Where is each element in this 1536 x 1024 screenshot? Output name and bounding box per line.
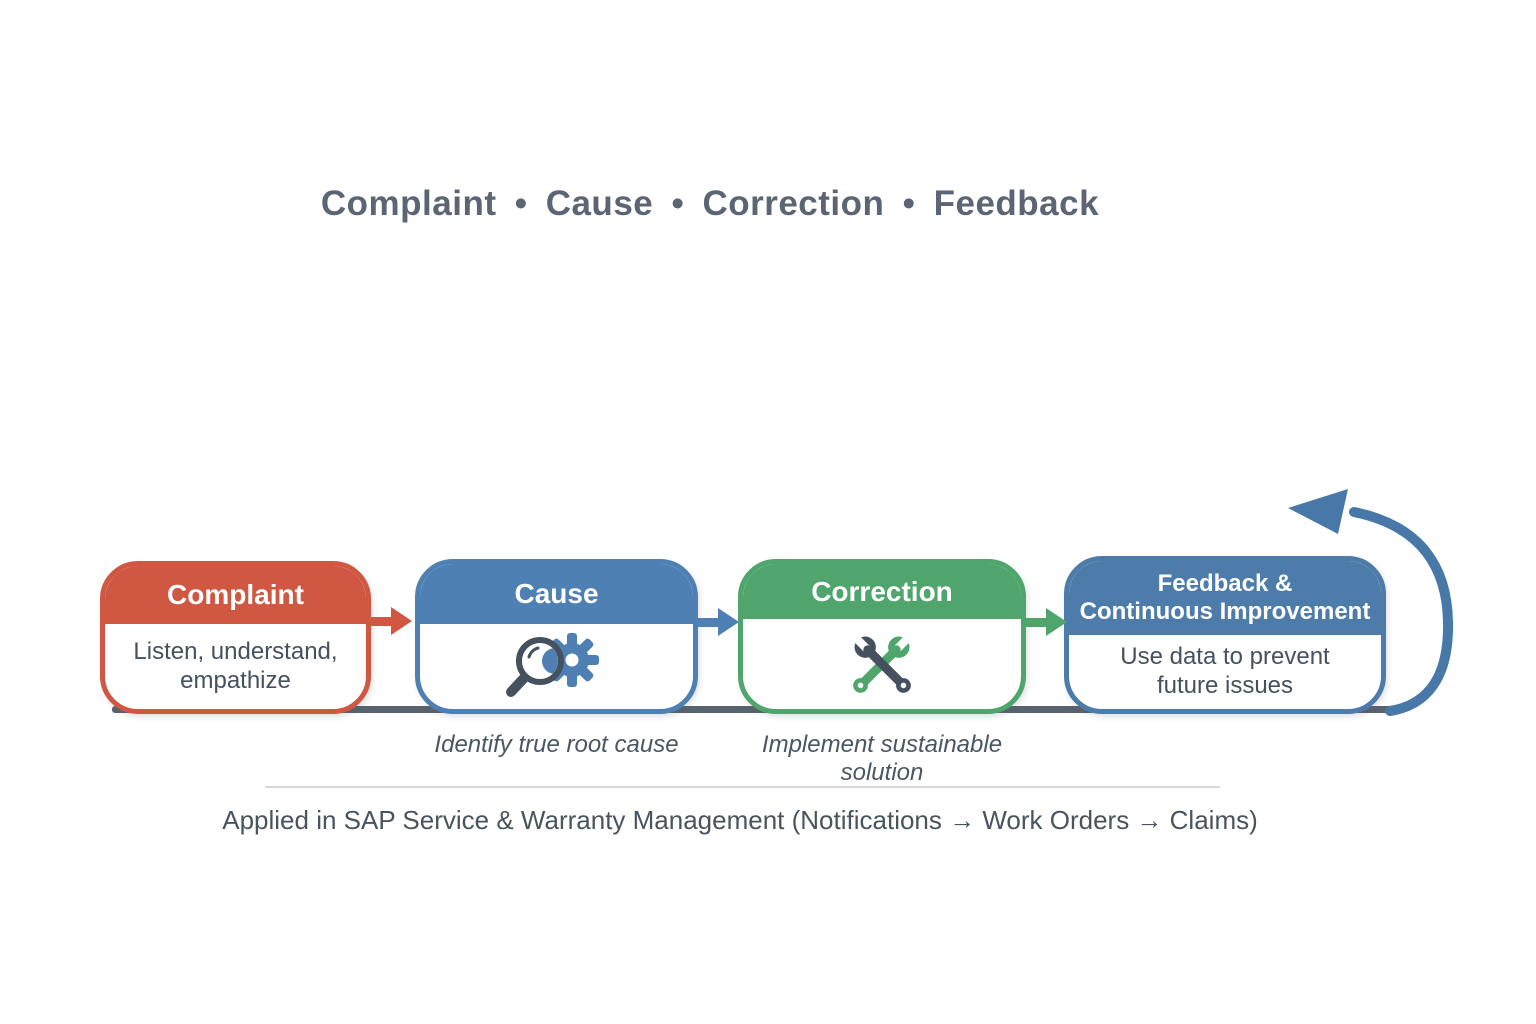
loop-arrowhead-icon [1288,489,1348,534]
arrow-head-icon [391,607,412,635]
step-body-complaint: Listen, understand, empathize [105,624,366,709]
arrow-bar [693,618,720,627]
step-label: Complaint [167,579,304,610]
step-header-cause: Cause [420,564,693,624]
step-box-complaint: Complaint Listen, understand, empathize [100,561,371,714]
step-body-correction [743,619,1021,709]
step-box-correction: Correction [738,559,1026,714]
arrow-head-icon [1046,608,1067,636]
step-body-feedback: Use data to prevent future issues [1069,635,1381,709]
flow-arrow-cause-to-correction [693,608,741,636]
step-header-complaint: Complaint [105,566,366,624]
step-label: Feedback & Continuous Improvement [1079,570,1371,625]
arrow-bar [366,617,393,626]
feedback-loop-arrow [1288,489,1454,716]
crossed-wrenches-icon [847,632,917,699]
step-header-correction: Correction [743,564,1021,619]
caption-cause: Identify true root cause [434,731,679,758]
step-box-cause: Cause [415,559,698,714]
step-label: Cause [514,578,599,609]
step-description: Listen, understand, empathize [133,637,338,694]
caption-correction: Implement sustainable solution [761,731,1003,786]
flow-arrow-correction-to-feedback [1021,608,1069,636]
page-title: Complaint • Cause • Correction • Feedbac… [320,184,1100,223]
flow-arrow-complaint-to-cause [366,607,414,635]
step-body-cause [420,624,693,709]
step-box-feedback: Feedback & Continuous Improvement Use da… [1064,556,1386,714]
arrow-head-icon [718,608,739,636]
footer-note: Applied in SAP Service & Warranty Manage… [222,805,1258,835]
step-header-feedback: Feedback & Continuous Improvement [1069,561,1381,635]
step-description: Use data to prevent future issues [1120,643,1330,699]
footer-divider [265,786,1220,788]
arrow-bar [1021,618,1048,627]
magnifier-gear-icon [505,632,599,697]
step-label: Correction [811,575,953,607]
